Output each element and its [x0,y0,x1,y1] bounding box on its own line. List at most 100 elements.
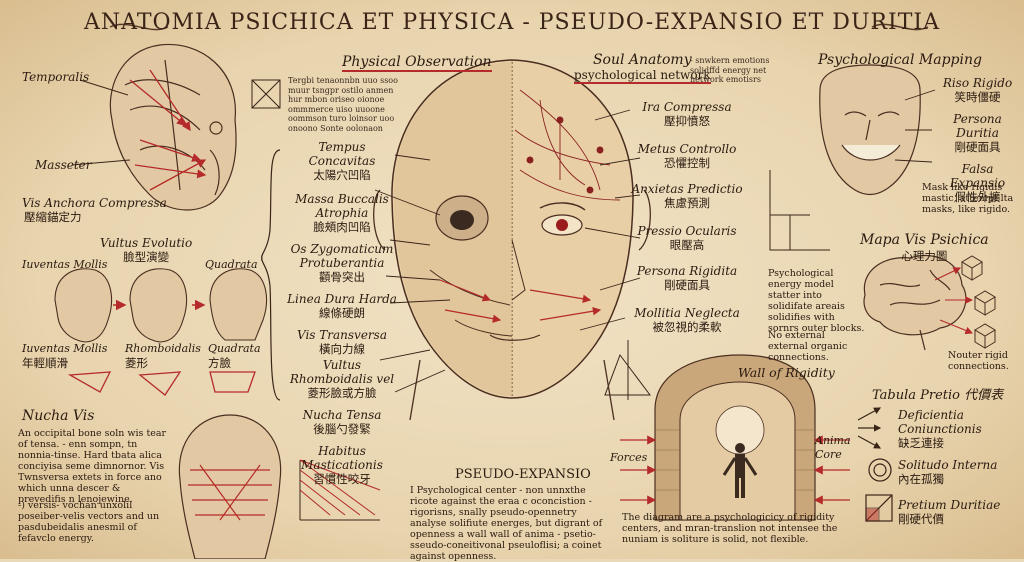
vultus-rhomb-zh: 菱形臉或方臉 [307,386,377,400]
face-evolution-profiles [54,268,267,343]
label-nucha-tensa: Nucha Tensa 後腦勺發緊 [286,408,398,436]
zygomaticum-zh: 顴骨突出 [319,270,365,284]
pretium-zh: 剛硬代價 [898,512,944,526]
label-iuventas-top: Iuventas Mollis [22,258,108,271]
label-masseter: Masseter [35,158,92,172]
iuventas-latin: Iuventas Mollis [22,342,108,355]
deficientia-zh: 缺乏連接 [898,436,944,450]
habitus-zh: 習慣性咬牙 [313,472,371,486]
tempus-latin: Tempus Concavitas [308,140,376,168]
nucha-vis-text: An occipital bone soln wis tear of tensa… [18,428,167,505]
label-persona-duritia: Persona Duritia 剛硬面具 [935,112,1020,154]
mapa-title: Mapa Vis Psichica [860,232,989,248]
vultus-title: Vultus Evolutio [100,236,193,250]
soul-anatomy-heading: Soul Anatomy psychological network [574,52,711,84]
label-vis-anchora: Vis Anchora Compressa 壓縮錨定力 [22,196,167,224]
vultus-rhomb-latin: Vultus Rhomboidalis vel [289,358,395,386]
soul-note: - snwkern emotions solidffd energy net n… [690,56,770,84]
label-quadrata: Quadrata 方臉 [208,342,261,370]
persona-dur-latin: Persona Duritia [953,112,1002,140]
solitudo-latin: Solitudo Interna [898,458,998,472]
anima-core-label: Anima Core [815,434,851,461]
rhomboidalis-latin: Rhomboidalis [125,342,201,355]
label-ira-compressa: Ira Compressa 壓抑憤怒 [628,100,746,128]
label-vultus-rhomboidalis: Vultus Rhomboidalis vel 菱形臉或方臉 [286,358,398,400]
observation-scribble: Tergbi tenaonnbn uuo ssoo muur tsngpr os… [288,76,398,133]
falsa-zh: 假性外擴 [954,190,1001,204]
label-falsa-expansio: Falsa Expansio 假性外擴 [935,162,1020,204]
quadrata-zh: 方臉 [208,356,231,370]
mask-note: Mask like rigidis mastic, attempt lta ma… [922,182,1014,215]
transversa-latin: Vis Transversa [297,328,387,342]
forces-label: Forces [610,451,648,464]
pressio-zh: 眼壓高 [669,238,705,252]
wall-text: The diagram are a psychologicicy of rigi… [622,512,838,545]
label-temporalis: Temporalis [22,70,90,84]
nucha-tensa-latin: Nucha Tensa [302,408,382,422]
mapa-text2: No external external organic connections… [768,330,848,363]
pressio-latin: Pressio Ocularis [637,224,737,238]
metus-zh: 恐懼控制 [664,156,710,170]
linea-zh: 線條硬朗 [319,306,365,320]
vis-anchora-zh: 壓縮錨定力 [24,210,82,224]
mapa-zh: 心理力圖 [901,249,948,263]
central-head-illustration [373,59,651,421]
solitudo-zh: 內在孤獨 [898,472,944,486]
iuventas-zh: 年輕順滑 [22,356,68,370]
nucha-vis-title: Nucha Vis [22,408,95,424]
smiling-mask-face [819,64,921,196]
center-left-labels: Tempus Concavitas 太陽穴凹陷 Massa Buccalis A… [286,140,398,486]
back-head-illustration [178,414,282,559]
mapa-text3: Nouter rigid connections. [948,350,1009,372]
rhomboidalis-zh: 菱形 [125,356,148,370]
tempus-zh: 太陽穴凹陷 [313,168,371,182]
wall-of-rigidity-title: Wall of Rigidity [738,365,835,380]
soul-title: Soul Anatomy [592,52,692,68]
habitus-latin: Habitus Masticationis [301,444,383,472]
brain-illustration [863,254,967,351]
label-rhomboidalis: Rhomboidalis 菱形 [125,342,201,370]
label-iuventas: Iuventas Mollis 年輕順滑 [22,342,107,370]
center-right-labels: Ira Compressa 壓抑憤怒 Metus Controllo 恐懼控制 … [628,100,746,334]
metus-latin: Metus Controllo [637,142,737,156]
mapa-text1: Psychological energy model statter into … [768,268,865,334]
vultus-zh: 臉型演變 [123,250,170,264]
quadrata-latin: Quadrata [208,342,261,355]
deficientia-latin: Deficientia Coniunctionis [898,408,982,436]
linea-latin: Linea Dura Harda [287,292,397,306]
label-mollitia: Mollitia Neglecta 被忽視的柔軟 [628,306,746,334]
label-os-zygomaticum: Os Zygomaticum Protuberantia 顴骨突出 [286,242,398,284]
mapping-labels: Riso Rigido 笑時僵硬 Persona Duritia 剛硬面具 Fa… [935,76,1020,204]
anxietas-zh: 焦慮預測 [664,196,710,210]
physical-observation-title: Physical Observation [342,54,492,72]
tabula-item-solitudo: Solitudo Interna 內在孤獨 [898,458,1018,486]
label-vis-transversa: Vis Transversa 橫向力線 [286,328,398,356]
label-tempus: Tempus Concavitas 太陽穴凹陷 [286,140,398,182]
riso-zh: 笑時僵硬 [954,90,1001,104]
vis-anchora-latin: Vis Anchora Compressa [22,196,167,210]
label-habitus: Habitus Masticationis 習慣性咬牙 [286,444,398,486]
mollitia-latin: Mollitia Neglecta [634,306,740,320]
tabula-item-pretium: Pretium Duritiae 剛硬代價 [898,498,1018,526]
persona-rig-latin: Persona Rigidita [636,264,738,278]
anxietas-latin: Anxietas Predictio [631,182,743,196]
soul-subtitle: psychological network [574,68,711,84]
transversa-zh: 橫向力線 [319,342,365,356]
label-vultus-evolutio: Vultus Evolutio 臉型演變 [100,236,192,264]
psychological-mapping-title: Psychological Mapping [818,52,982,68]
label-massa-buccalis: Massa Buccalis Atrophia 臉頰肉凹陷 [286,192,398,234]
pretium-latin: Pretium Duritiae [898,498,1001,512]
tabula-title: Tabula Pretio 代價表 [872,388,1004,403]
label-anxietas: Anxietas Predictio 焦慮預測 [628,182,746,210]
label-linea-dura: Linea Dura Harda 線條硬朗 [286,292,398,320]
mollitia-zh: 被忽視的柔軟 [652,320,722,334]
persona-dur-zh: 剛硬面具 [954,140,1001,154]
nucha-tensa-zh: 後腦勺發緊 [313,422,371,436]
zygomaticum-latin: Os Zygomaticum Protuberantia [290,242,394,270]
label-persona-rigidita: Persona Rigidita 剛硬面具 [628,264,746,292]
label-pressio-ocularis: Pressio Ocularis 眼壓高 [628,224,746,252]
pseudo-expansio-title: PSEUDO-EXPANSIO [455,467,591,482]
tabula-item-deficientia: Deficientia Coniunctionis 缺乏連接 [898,408,1018,450]
